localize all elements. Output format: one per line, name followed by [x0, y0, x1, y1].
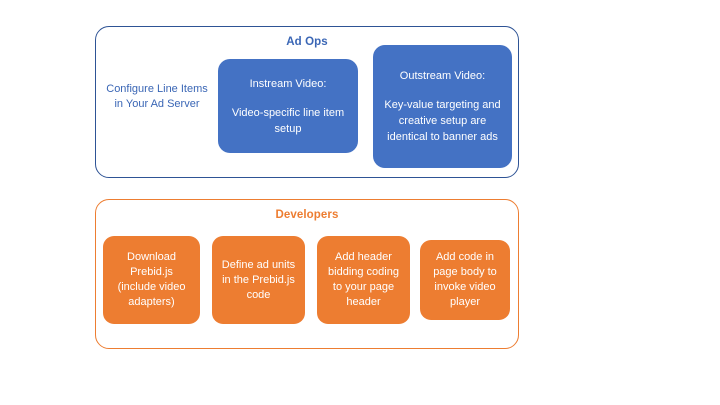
node-outstream-video-body: Key-value targeting and creative setup a…: [384, 99, 501, 143]
node-add-header-bidding-code: Add header bidding coding to your page h…: [317, 236, 410, 324]
node-outstream-video-heading: Outstream Video:: [399, 70, 486, 82]
node-download-prebid: Download Prebid.js (include video adapte…: [103, 236, 200, 324]
group-title-developers: Developers: [275, 209, 339, 221]
node-define-ad-units: Define ad units in the Prebid.js code: [212, 236, 305, 324]
node-add-header-bidding-code-label: Add header bidding coding to your page h…: [328, 251, 399, 308]
node-configure-line-items-label: Configure Line Items in Your Ad Server: [106, 83, 208, 110]
node-define-ad-units-label: Define ad units in the Prebid.js code: [221, 258, 296, 301]
node-add-page-body-code-label: Add code in page body to invoke video pl…: [433, 251, 497, 308]
node-configure-line-items: Configure Line Items in Your Ad Server: [101, 66, 213, 128]
node-outstream-video: Outstream Video: Key-value targeting and…: [373, 45, 512, 168]
node-download-prebid-label: Download Prebid.js (include video adapte…: [117, 251, 186, 308]
node-add-page-body-code: Add code in page body to invoke video pl…: [420, 240, 510, 320]
group-title-ad-ops: Ad Ops: [286, 36, 328, 48]
node-instream-video: Instream Video: Video-specific line item…: [218, 59, 358, 153]
node-instream-video-heading: Instream Video:: [249, 77, 327, 90]
node-instream-video-body: Video-specific line item setup: [231, 106, 345, 135]
